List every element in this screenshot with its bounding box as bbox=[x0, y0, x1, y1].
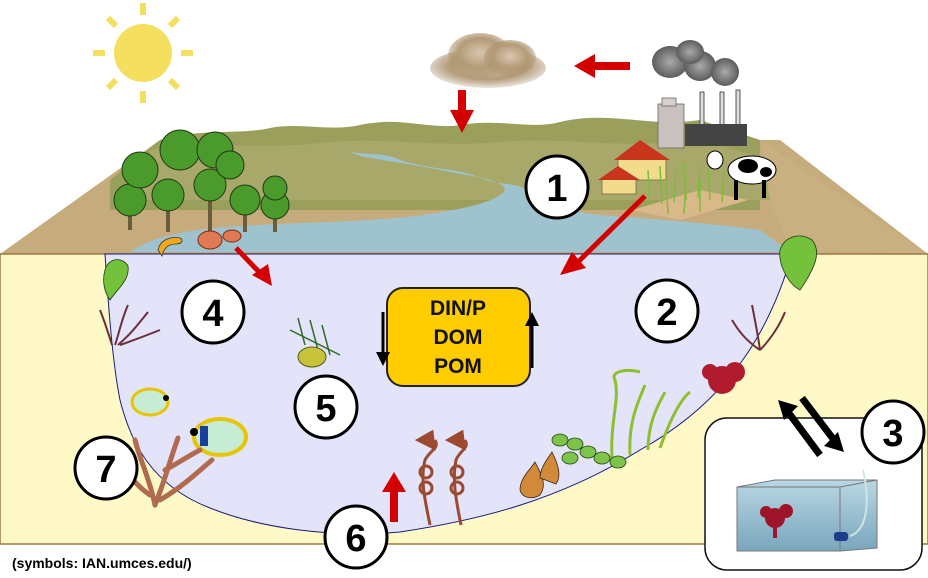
green-algae-icon bbox=[103, 259, 129, 301]
seagrass-icon bbox=[610, 368, 691, 459]
marker-5: 5 bbox=[293, 374, 359, 440]
svg-text:4: 4 bbox=[202, 293, 223, 335]
green-algae-icon bbox=[779, 235, 817, 291]
snail-icon bbox=[519, 451, 560, 499]
seaweed-icon bbox=[99, 304, 161, 346]
land-runoff-arrow bbox=[560, 194, 647, 275]
fish-icon bbox=[130, 387, 248, 457]
svg-text:6: 6 bbox=[345, 518, 366, 560]
pool-label-dom: DOM bbox=[434, 326, 483, 349]
crop-field-icon bbox=[632, 161, 748, 220]
marker-6: 6 bbox=[323, 504, 389, 570]
pool-label-pom: POM bbox=[434, 355, 482, 378]
crab-icon bbox=[197, 229, 242, 250]
svg-text:1: 1 bbox=[546, 168, 567, 210]
mangrove-icon bbox=[113, 129, 290, 232]
marker-4: 4 bbox=[180, 279, 246, 345]
deposition-arrow bbox=[450, 90, 474, 133]
benthic-flux-arrow bbox=[382, 472, 406, 522]
sediment-flux-icon bbox=[414, 429, 468, 526]
marker-3: 3 bbox=[860, 399, 926, 465]
coral-icon bbox=[115, 435, 215, 508]
farm-house-icon bbox=[598, 140, 670, 195]
aquarium-inset bbox=[704, 417, 923, 571]
river-estuary bbox=[130, 148, 790, 252]
pool-label-din-p: DIN/P bbox=[430, 297, 486, 320]
office-building-icon bbox=[657, 97, 685, 149]
red-algae-icon bbox=[702, 362, 745, 394]
down-right-arrow-icon bbox=[824, 432, 844, 452]
marker-7: 7 bbox=[73, 435, 139, 501]
dust-cloud-icon bbox=[430, 33, 546, 88]
up-left-arrow-icon bbox=[778, 400, 798, 420]
up-arrow-icon bbox=[525, 312, 539, 326]
phytoplankton-icon bbox=[289, 317, 341, 368]
shrimp-icon bbox=[157, 237, 183, 257]
cow-icon bbox=[706, 150, 777, 200]
svg-text:2: 2 bbox=[656, 292, 677, 334]
factory-icon bbox=[652, 40, 747, 146]
aquarium-tank-icon bbox=[736, 469, 878, 552]
down-arrow-icon bbox=[376, 352, 390, 366]
seaweed-icon bbox=[731, 304, 786, 351]
cyanobacteria-icon bbox=[551, 433, 627, 469]
svg-text:7: 7 bbox=[95, 449, 116, 491]
nutrient-pool-box: DIN/P DOM POM bbox=[376, 287, 539, 387]
symbols-credit: (symbols: IAN.umces.edu/) bbox=[12, 555, 192, 571]
mangrove-input-arrow bbox=[234, 246, 272, 286]
emission-arrow bbox=[574, 54, 630, 78]
marker-2: 2 bbox=[634, 278, 700, 344]
svg-text:5: 5 bbox=[315, 388, 336, 430]
marker-1: 1 bbox=[524, 154, 590, 220]
exchange-arrows bbox=[778, 395, 844, 458]
land-right bbox=[760, 140, 928, 254]
sun-icon bbox=[93, 3, 193, 103]
svg-text:3: 3 bbox=[882, 413, 903, 455]
